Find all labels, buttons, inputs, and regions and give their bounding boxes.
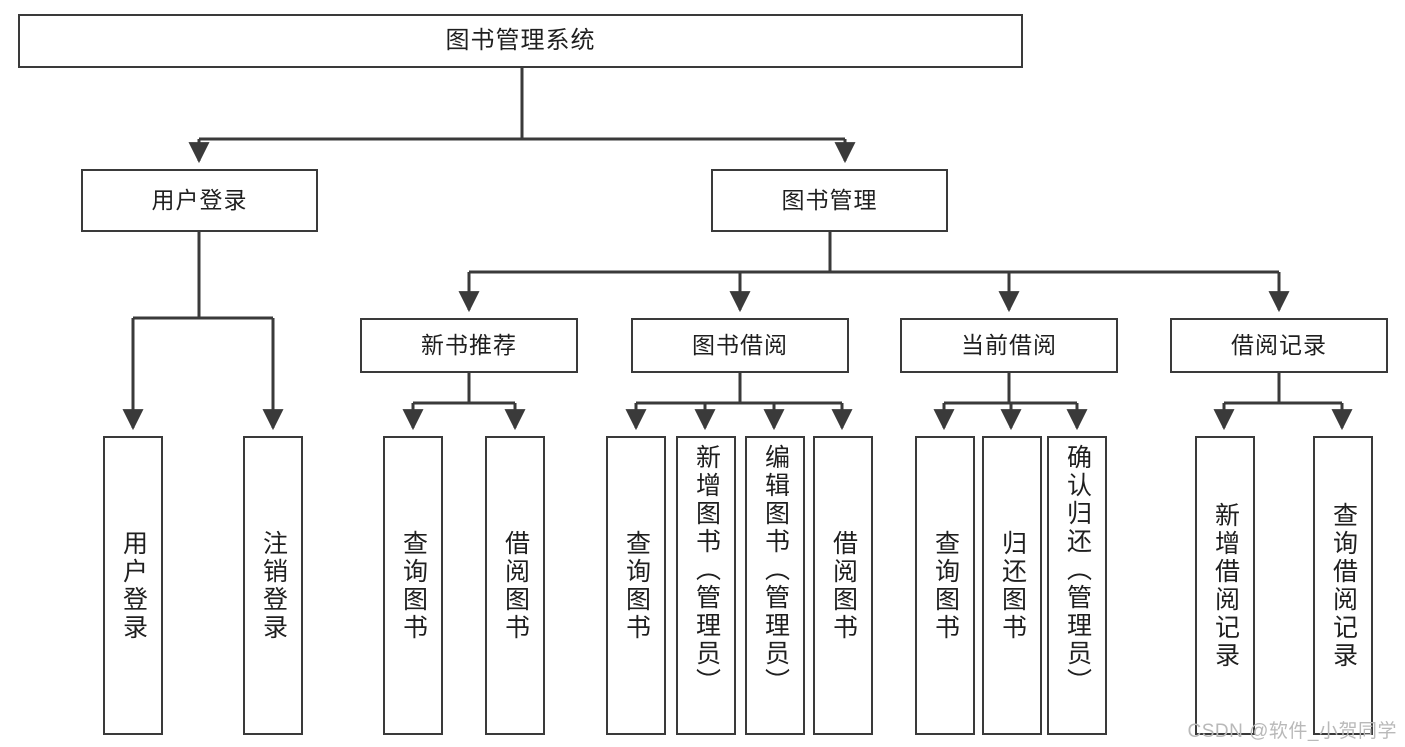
node-label: 图书借阅 (692, 332, 788, 359)
node-label: 图书管理系统 (445, 27, 596, 55)
node-label: 查询图书 (399, 529, 428, 642)
leaf-query-books-borrow[interactable]: 查询图书 (606, 436, 666, 735)
node-label: 用户登录 (119, 529, 148, 642)
node-label: 新书推荐 (421, 332, 517, 359)
node-user-login[interactable]: 用户登录 (81, 169, 318, 232)
node-label: 图书管理 (781, 187, 878, 214)
node-current-borrowing[interactable]: 当前借阅 (900, 318, 1118, 373)
watermark-text: CSDN @软件_小贺同学 (1187, 721, 1397, 742)
node-book-management[interactable]: 图书管理 (711, 169, 948, 232)
leaf-return-books[interactable]: 归还图书 (982, 436, 1042, 735)
node-book-borrowing[interactable]: 图书借阅 (631, 318, 849, 373)
node-label: 借阅图书 (829, 529, 858, 642)
node-label: 查询借阅记录 (1329, 501, 1358, 670)
leaf-edit-book-admin[interactable]: 编辑图书（管理员） (745, 436, 805, 735)
node-new-book-recommendation[interactable]: 新书推荐 (360, 318, 578, 373)
node-label: 编辑图书（管理员） (761, 444, 790, 696)
leaf-query-books-recommend[interactable]: 查询图书 (383, 436, 443, 735)
node-label: 归还图书 (998, 529, 1027, 642)
leaf-confirm-return-admin[interactable]: 确认归还（管理员） (1047, 436, 1107, 735)
leaf-query-books-current[interactable]: 查询图书 (915, 436, 975, 735)
leaf-add-book-admin[interactable]: 新增图书（管理员） (676, 436, 736, 735)
leaf-query-borrow-record[interactable]: 查询借阅记录 (1313, 436, 1373, 735)
node-label: 借阅图书 (501, 529, 530, 642)
node-label: 新增借阅记录 (1211, 501, 1240, 670)
node-label: 查询图书 (622, 529, 651, 642)
node-label: 注销登录 (259, 529, 288, 642)
node-label: 确认归还（管理员） (1063, 444, 1092, 696)
node-label: 当前借阅 (961, 332, 1057, 359)
node-label: 查询图书 (931, 529, 960, 642)
node-borrow-records[interactable]: 借阅记录 (1170, 318, 1388, 373)
leaf-logout[interactable]: 注销登录 (243, 436, 303, 735)
node-label: 用户登录 (151, 187, 248, 214)
node-label: 新增图书（管理员） (692, 444, 721, 696)
node-label: 借阅记录 (1231, 332, 1327, 359)
node-root-book-management-system[interactable]: 图书管理系统 (18, 14, 1023, 68)
leaf-borrow-books-recommend[interactable]: 借阅图书 (485, 436, 545, 735)
leaf-user-login[interactable]: 用户登录 (103, 436, 163, 735)
leaf-borrow-books[interactable]: 借阅图书 (813, 436, 873, 735)
leaf-add-borrow-record[interactable]: 新增借阅记录 (1195, 436, 1255, 735)
